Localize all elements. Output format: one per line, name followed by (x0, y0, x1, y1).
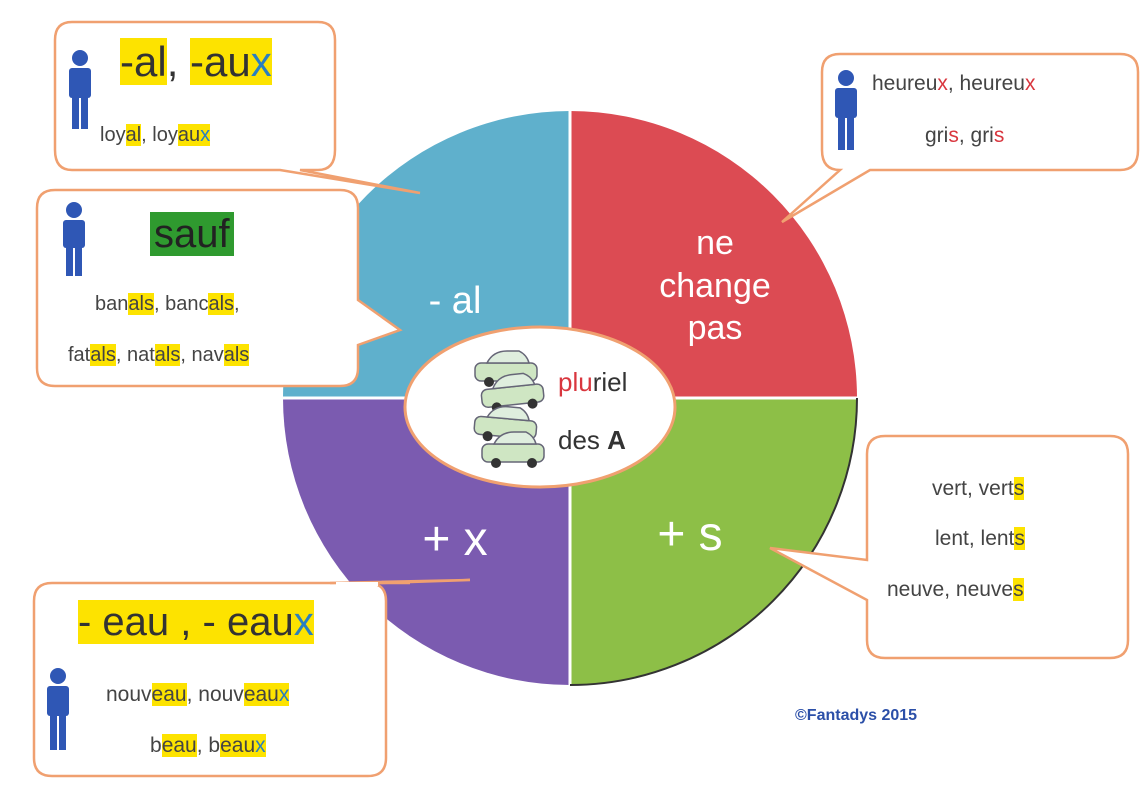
center-subtitle: des A (558, 425, 626, 456)
highlight: s (1014, 527, 1025, 550)
word-part: fat (68, 344, 91, 366)
highlight: -al (120, 38, 167, 85)
highlight-text: - eau (78, 600, 170, 644)
separator: , (166, 38, 191, 85)
word-part: , (115, 344, 127, 366)
highlight-text: -au (190, 38, 251, 85)
center-title: pluriel (558, 367, 627, 398)
person-icon (63, 202, 85, 276)
highlight: als (223, 344, 250, 366)
person-icon (69, 50, 91, 129)
ending-x: x (937, 72, 948, 95)
word-part: , nouv (186, 683, 244, 706)
highlight: s (1013, 578, 1024, 601)
bubble-sauf-shape (35, 188, 403, 388)
highlight: als (208, 293, 235, 315)
word-part: nat (126, 344, 155, 366)
bubble-invariable-shape (781, 52, 1140, 224)
quadrant-label-line: change (659, 266, 771, 305)
word-part: , (153, 293, 166, 315)
bubble-sauf-row2: fatals, natals, navals (68, 344, 250, 367)
highlight: als (128, 293, 154, 315)
quadrant-label-s: + s (657, 508, 723, 561)
highlight: als (154, 344, 181, 366)
word-part: , gri (958, 124, 994, 147)
center-subtitle-prefix: des (558, 425, 608, 455)
quadrant-top-right (570, 111, 857, 398)
highlight: al (125, 124, 142, 146)
highlight: s (1013, 477, 1025, 500)
word-part: nouv (106, 683, 152, 706)
highlight: eau (151, 683, 187, 706)
center-word-highlight: plu (558, 367, 593, 397)
ending-x: x (1024, 72, 1036, 95)
quadrant-label-line: pas (687, 309, 743, 347)
bubble-s-row3: neuve, neuves (887, 578, 1024, 602)
quadrant-label-line: ne (696, 224, 734, 262)
ending-x: x (293, 600, 314, 644)
copyright: ©Fantadys 2015 (795, 707, 918, 724)
word-part: heureu (872, 72, 938, 95)
highlight: - eau , - eaux (78, 600, 314, 644)
cars-stack-icon (473, 350, 545, 468)
highlight-text: au (177, 124, 201, 146)
separator: , (169, 600, 203, 644)
highlight-text: - eau (202, 600, 294, 644)
highlight: eau (161, 734, 197, 757)
ending-x: x (255, 734, 266, 757)
word-part: , (234, 293, 240, 315)
bubble-s-row2: lent, lents (935, 527, 1025, 551)
bubble-invariable-row1: heureux, heureux (872, 72, 1035, 96)
word-part: ban (95, 293, 129, 315)
bubble-al-title: -al, -aux (120, 38, 272, 86)
word-part: banc (165, 293, 209, 315)
word-part: loy (100, 124, 126, 146)
word-part: neuve, neuve (887, 578, 1014, 601)
person-icon (835, 70, 857, 150)
quadrant-label-al: - al (428, 280, 482, 322)
center-word-rest: riel (592, 367, 628, 397)
bubble-eau-row2: beau, beaux (150, 734, 266, 758)
ending-x: x (250, 38, 272, 85)
word-part: gri (925, 124, 949, 147)
ending-x: x (278, 683, 290, 706)
word-part: b (150, 734, 162, 757)
ending-s: s (948, 124, 959, 147)
bubble-sauf-row1: banals, bancals, (95, 293, 240, 316)
word-part: vert, vert (932, 477, 1014, 500)
center-subtitle-bold: A (607, 425, 626, 455)
bubble-invariable-row2: gris, gris (925, 124, 1004, 148)
highlight: eaux (220, 734, 266, 757)
highlight: eaux (243, 683, 290, 706)
highlight: aux (177, 124, 211, 146)
quadrant-label-invariable: ne change pas (630, 222, 800, 350)
quadrant-label-x: + x (422, 513, 488, 566)
highlight: -aux (190, 38, 272, 85)
word-part: , loy (141, 124, 178, 146)
bubble-al-example: loyal, loyaux (100, 124, 211, 147)
bubble-sauf-title: sauf (150, 212, 234, 257)
quadrant-bottom-right (570, 398, 857, 685)
word-part: , heureu (947, 72, 1025, 95)
ending-s: s (993, 124, 1005, 147)
word-part: , (180, 344, 192, 366)
green-highlight: sauf (150, 212, 234, 256)
highlight: als (90, 344, 116, 366)
word-part: lent, lent (935, 527, 1015, 550)
person-icon (47, 668, 69, 750)
word-part: , b (196, 734, 221, 757)
word-part: nav (191, 344, 224, 366)
ending-x: x (200, 124, 211, 146)
highlight-text: eau (243, 683, 279, 706)
bubble-eau-title: - eau , - eaux (78, 600, 314, 645)
bubble-s-row1: vert, verts (932, 477, 1025, 501)
center-ellipse (403, 325, 677, 489)
highlight-text: eau (220, 734, 256, 757)
bubble-s-shape (769, 434, 1130, 660)
bubble-eau-row1: nouveau, nouveaux (106, 683, 290, 707)
